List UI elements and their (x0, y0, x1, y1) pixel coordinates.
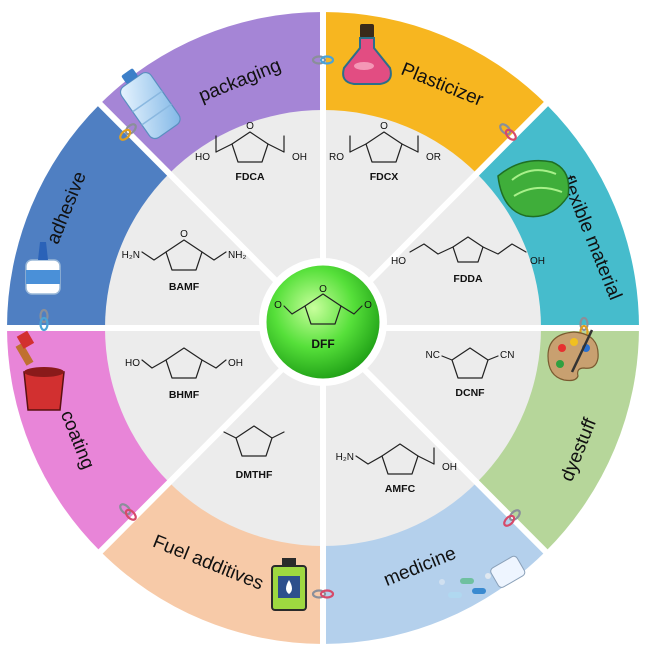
compound-label: FDCA (235, 171, 265, 183)
group-right: OR (426, 152, 441, 163)
flask-icon (342, 24, 392, 85)
compound-label: FDDA (453, 273, 483, 285)
compound-bhmf: HO OH BHMF (125, 347, 243, 401)
center-hub: O O O DFF (259, 258, 387, 386)
green-material-icon (497, 159, 570, 218)
chain-link-icon (503, 509, 521, 527)
pills-icon (439, 555, 526, 598)
svg-text:O: O (274, 300, 282, 311)
svg-text:O: O (246, 121, 254, 132)
chain-link-icon (119, 503, 137, 521)
chain-link-icon (119, 123, 137, 141)
chain-link-icon (311, 55, 335, 65)
svg-text:O: O (364, 300, 372, 311)
group-right: OH (442, 462, 457, 473)
compound-label: DCNF (455, 387, 485, 399)
compound-label: FDCX (370, 171, 399, 183)
compound-fdca: O HO OH FDCA (195, 121, 307, 183)
compound-label: DMTHF (236, 469, 273, 481)
compound-label: AMFC (385, 483, 416, 495)
paint-bucket-icon (15, 330, 65, 411)
chain-links (39, 55, 589, 599)
group-left: H₂N (336, 452, 354, 463)
group-left: NC (426, 350, 440, 361)
group-left: H₂N (122, 250, 140, 261)
palette-icon (547, 329, 599, 382)
group-right: OH (292, 152, 307, 163)
compound-label: BAMF (169, 281, 200, 293)
svg-text:O: O (319, 284, 327, 295)
center-label: DFF (311, 337, 334, 351)
compound-dmthf: DMTHF (223, 425, 285, 481)
bottle-icon (119, 68, 181, 140)
compound-amfc: H₂N OH AMFC (336, 443, 457, 495)
group-left: RO (329, 152, 344, 163)
group-left: HO (195, 152, 210, 163)
group-right: NH₂ (228, 250, 246, 261)
group-left: HO (125, 358, 140, 369)
glue-bottle-icon (25, 242, 61, 295)
compound-fdcx: O RO OR FDCX (329, 121, 441, 183)
fuel-can-icon (271, 558, 307, 611)
chain-link-icon (311, 589, 335, 599)
compound-label: BHMF (169, 389, 200, 401)
group-right: CN (500, 350, 514, 361)
svg-text:O: O (180, 229, 188, 240)
group-left: HO (391, 256, 406, 267)
compound-dcnf: NC CN DCNF (426, 347, 514, 399)
compound-bamf: O H₂N NH₂ BAMF (122, 229, 247, 293)
group-right: OH (530, 256, 545, 267)
chain-link-icon (39, 308, 49, 332)
group-right: OH (228, 358, 243, 369)
compound-fdda: HO OH FDDA (391, 236, 545, 285)
svg-text:O: O (380, 121, 388, 132)
